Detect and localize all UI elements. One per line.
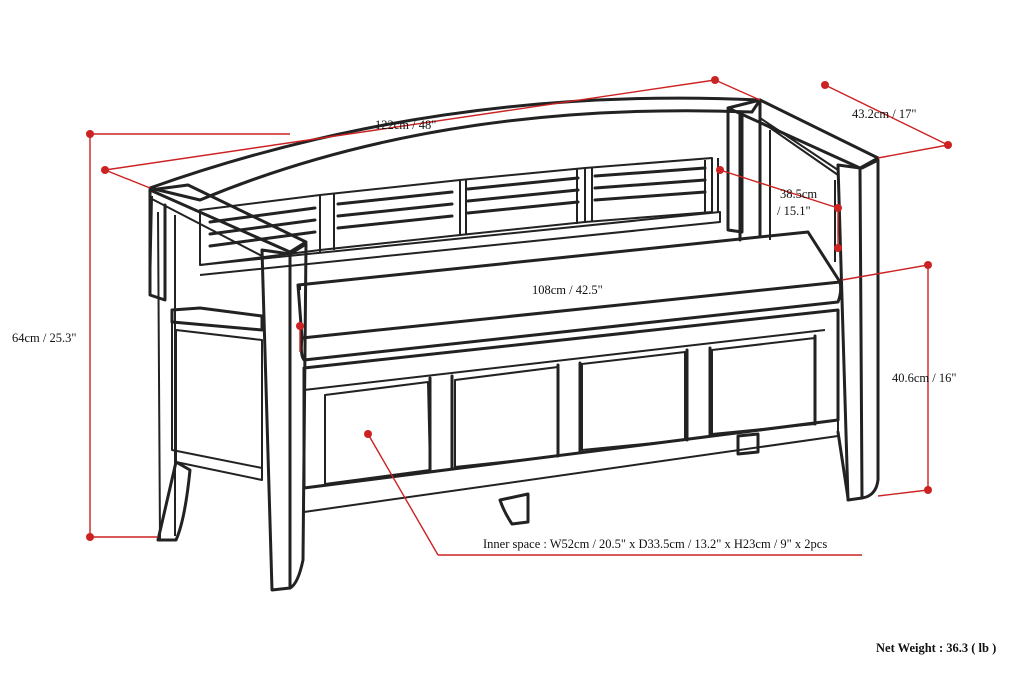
label-total-height: 64cm / 25.3" — [12, 331, 76, 345]
left-front-leg — [260, 248, 292, 592]
label-arm-height-cm: 38.5cm — [780, 187, 817, 201]
label-seat-height: 40.6cm / 16" — [892, 371, 956, 385]
label-inner-space: Inner space : W52cm / 20.5" x D33.5cm / … — [483, 537, 827, 551]
center-leg — [498, 492, 530, 526]
back-slats — [199, 157, 719, 266]
label-seat-width: 108cm / 42.5" — [532, 283, 603, 297]
dimension-labels: 122cm / 48" 43.2cm / 17" 38.5cm / 15.1" … — [12, 107, 996, 655]
bench-outline — [148, 96, 880, 592]
rear-left-leg — [156, 460, 192, 542]
storage-panels — [324, 334, 817, 485]
left-arm — [148, 183, 308, 254]
back-left-post — [148, 188, 167, 302]
label-total-width: 122cm / 48" — [375, 118, 436, 132]
dimension-lines — [86, 76, 952, 556]
label-net-weight: Net Weight : 36.3 ( lb ) — [876, 641, 996, 655]
label-arm-height-in: / 15.1" — [777, 204, 811, 218]
back-top-rail — [148, 96, 762, 202]
label-depth: 43.2cm / 17" — [852, 107, 916, 121]
back-right-post — [726, 108, 744, 234]
